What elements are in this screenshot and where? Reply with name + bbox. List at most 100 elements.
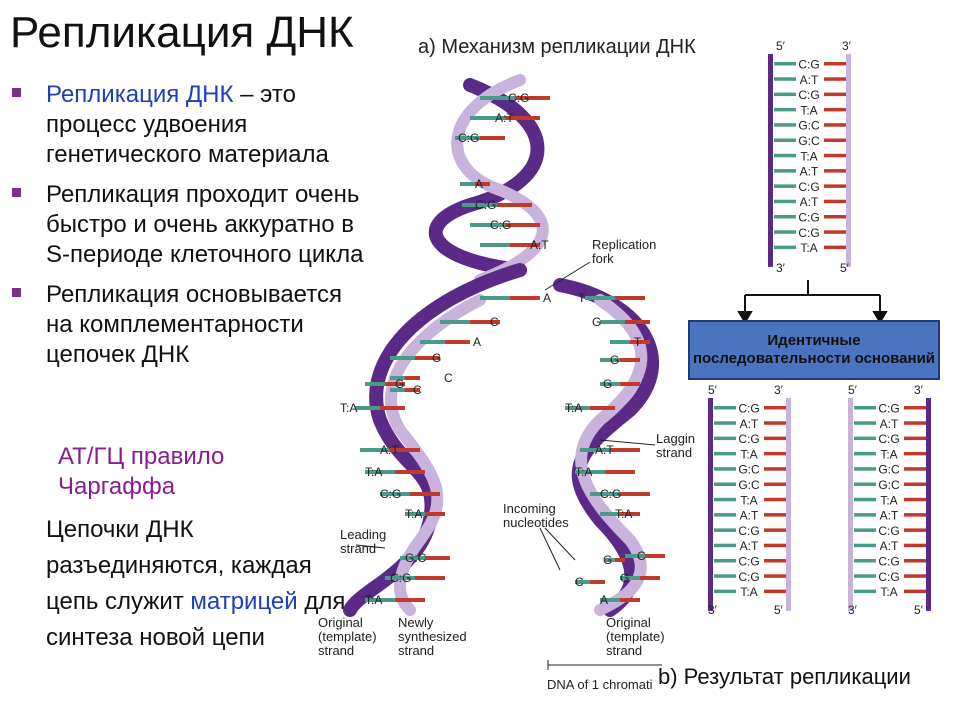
template-highlight: матрицей — [190, 588, 298, 615]
base-pair-label: G:C — [738, 478, 760, 492]
helix-base-label: G — [603, 377, 612, 391]
base-pair-label: C:G — [878, 524, 899, 538]
helix-rung — [505, 116, 540, 120]
helix-rung — [440, 320, 470, 324]
helix-base-label: C:G — [475, 198, 496, 212]
helix-rung — [405, 376, 420, 380]
helix-base-label: A:T — [530, 238, 549, 252]
top-ladder: C:GA:TC:GT:AG:CG:CT:AA:TC:GA:TC:GC:GT:A5… — [768, 39, 852, 275]
helix-base-label: T:A — [365, 465, 382, 479]
helix-rung — [600, 382, 620, 386]
ladder-backbone-right — [926, 398, 931, 611]
base-pair-label: C:G — [798, 180, 819, 194]
ladder-backbone-left — [848, 398, 853, 611]
base-bar — [714, 559, 736, 563]
base-bar — [714, 482, 736, 486]
helix-rung — [480, 243, 510, 247]
helix-rung — [390, 448, 420, 452]
base-bar — [764, 467, 786, 471]
helix-base-label: C:G — [458, 131, 479, 145]
base-bar — [764, 421, 786, 425]
base-pair-label: T:A — [740, 493, 757, 507]
prime-label: 3′ — [776, 261, 786, 275]
helix-rung — [480, 96, 515, 100]
base-bar — [854, 574, 876, 578]
helix-rung — [470, 223, 505, 227]
base-bar — [764, 543, 786, 548]
helix-rung — [475, 182, 490, 186]
base-bar — [854, 406, 876, 410]
base-pair-label: C:G — [878, 402, 899, 416]
base-bar — [774, 62, 796, 66]
figure-caption-b: b) Результат репликации — [658, 664, 911, 689]
base-pair-label: T:A — [800, 149, 817, 163]
base-pair-label: G:C — [878, 478, 900, 492]
base-bar — [774, 199, 796, 204]
base-pair-label: A:T — [880, 539, 899, 553]
bullet-marker — [12, 188, 21, 197]
helix-base-label: T — [634, 335, 642, 349]
base-bar — [824, 123, 846, 127]
identical-sequences-box: Идентичные последовательности оснований — [688, 320, 940, 380]
slide-title: Репликация ДНК — [10, 8, 354, 57]
helix-base-label: C:G — [490, 218, 511, 232]
helix-base-label: G — [432, 351, 441, 365]
helix-rung — [470, 116, 505, 120]
helix-rung — [355, 406, 380, 410]
base-bar — [774, 169, 796, 173]
base-pair-label: G:C — [878, 463, 900, 477]
helix-rung — [365, 598, 395, 602]
base-pair-label: T:A — [800, 103, 817, 117]
base-bar — [714, 589, 736, 594]
helix-rung — [625, 320, 650, 324]
helix-rung — [415, 576, 445, 580]
helix-rung — [575, 580, 590, 584]
helix-base-label: C — [575, 575, 584, 589]
bullet-3: Репликация основывается на комплементарн… — [8, 280, 368, 370]
bullet-1-rest: – это процесс удвоения генетического мат… — [46, 81, 329, 168]
base-pair-label: A:T — [800, 73, 819, 87]
helix-rung — [460, 182, 475, 186]
base-pair-label: C:G — [738, 524, 759, 538]
helix-rung — [620, 492, 650, 496]
base-bar — [854, 497, 876, 502]
helix-rung — [420, 340, 445, 344]
base-bar — [854, 513, 876, 517]
helix-rung — [605, 558, 615, 562]
base-bar — [764, 406, 786, 410]
base-bar — [824, 184, 846, 188]
base-pair-label: A:T — [880, 509, 899, 523]
helix-rung — [610, 448, 640, 452]
base-bar — [824, 245, 846, 250]
helix-rung — [385, 382, 405, 386]
helix-rung — [470, 320, 500, 324]
helix-rung — [600, 598, 620, 602]
helix-rung — [395, 470, 425, 474]
base-pair-label: G:C — [738, 463, 760, 477]
prime-label: 5′ — [914, 603, 924, 617]
helix-rung — [400, 556, 425, 560]
base-pair-label: T:A — [880, 493, 897, 507]
bullet-2-text: Репликация проходит очень быстро и очень… — [46, 181, 364, 268]
helix-rung — [590, 580, 605, 584]
base-bar — [714, 406, 736, 410]
helix-base-label: A — [473, 335, 481, 349]
helix-rung — [405, 512, 425, 516]
helix-rung — [455, 136, 480, 140]
bottom-left-ladder: C:GA:TC:GT:AG:CG:CT:AA:TC:GA:TC:GC:GT:A5… — [708, 383, 791, 617]
helix-rung — [620, 358, 640, 362]
helix-rung — [600, 358, 620, 362]
base-bar — [854, 543, 876, 548]
base-bar — [854, 559, 876, 563]
base-bar — [764, 451, 786, 456]
helix-rung — [640, 576, 660, 580]
helix-base-label: G:C — [405, 551, 427, 565]
helix-rung — [565, 406, 590, 410]
helix-rung — [425, 556, 450, 560]
base-bar — [904, 482, 926, 486]
label-original-right: Original (template) strand — [606, 615, 665, 658]
helix-rung — [645, 554, 665, 558]
label-leaders — [355, 261, 662, 670]
